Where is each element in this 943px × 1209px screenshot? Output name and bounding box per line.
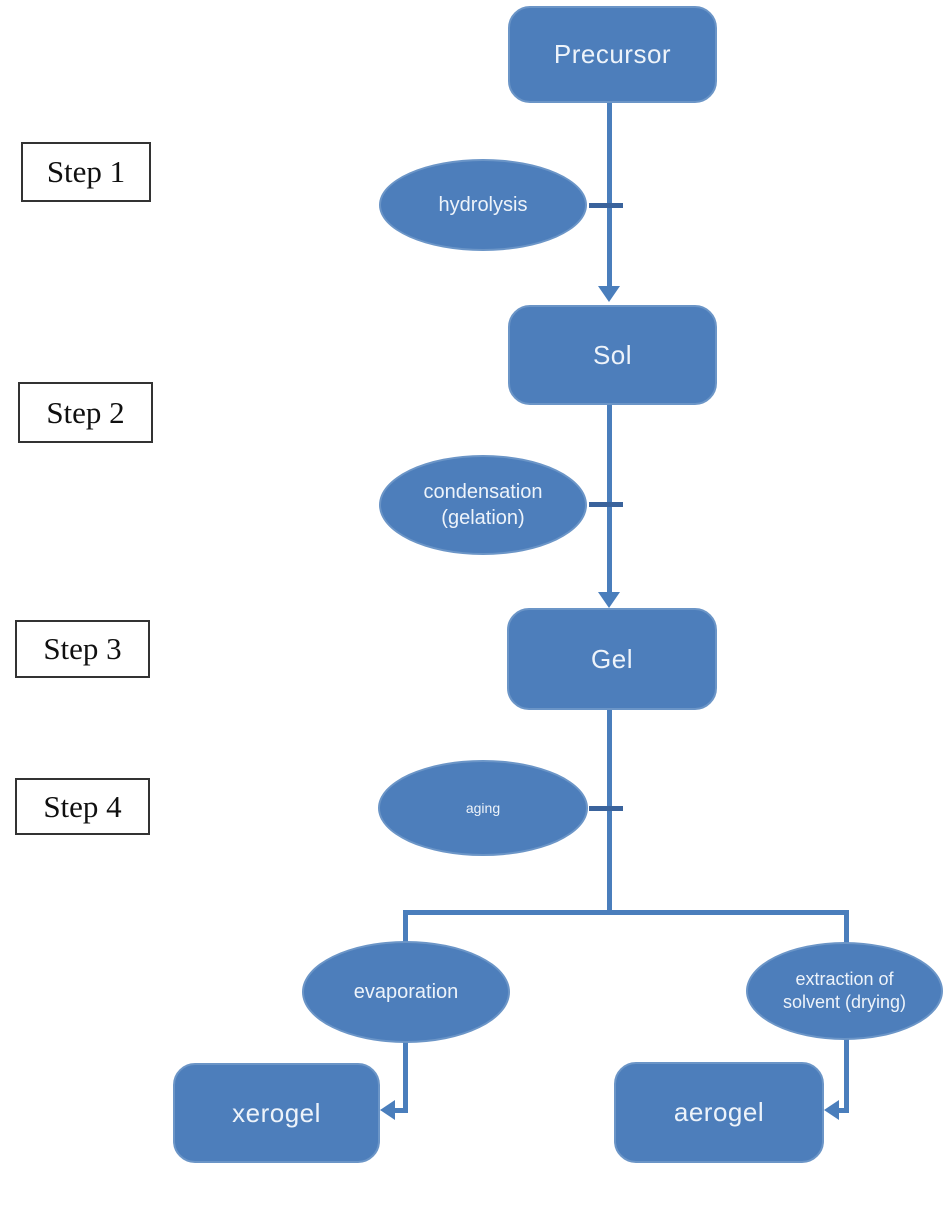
node-sol: Sol [508, 305, 717, 405]
node-gel-label: Gel [591, 643, 633, 674]
connector-sol-to-gel [607, 405, 612, 592]
connector-precursor-to-sol [607, 103, 612, 286]
step-1-label-box: Step 1 [21, 142, 151, 202]
node-sol-label: Sol [592, 339, 633, 370]
process-extraction-line1: extraction of [795, 968, 894, 989]
process-extraction-line2: solvent (drying) [782, 992, 907, 1012]
step-2-label: Step 2 [46, 394, 125, 430]
process-condensation-line2: (gelation) [441, 507, 525, 529]
tick-hydrolysis-connector [589, 203, 623, 208]
process-evaporation: evaporation [302, 941, 510, 1043]
node-precursor-label: Precursor [553, 39, 672, 69]
process-hydrolysis-label: hydrolysis [438, 194, 528, 216]
process-extraction-of-solvent: extraction of solvent (drying) [746, 942, 943, 1040]
step-1-label: Step 1 [46, 154, 126, 189]
process-condensation-line1: condensation [423, 481, 543, 503]
tick-aging-connector [589, 806, 623, 811]
step-4-label: Step 4 [43, 788, 122, 824]
node-aerogel-label: aerogel [673, 1097, 765, 1127]
node-gel: Gel [507, 608, 717, 710]
step-3-label: Step 3 [43, 631, 122, 666]
connector-gel-to-branch [607, 710, 612, 915]
node-xerogel-label: xerogel [232, 1097, 321, 1128]
step-4-label-box: Step 4 [15, 778, 150, 835]
arrowhead-down-icon [598, 286, 620, 302]
step-2-label-box: Step 2 [18, 382, 153, 443]
node-aerogel: aerogel [614, 1062, 824, 1163]
connector-to-aerogel [838, 1108, 849, 1113]
process-aging: aging [378, 760, 588, 856]
step-3-label-box: Step 3 [15, 620, 150, 678]
process-aging-label: aging [465, 799, 501, 816]
arrowhead-left-icon [824, 1100, 839, 1120]
tick-condensation-connector [589, 502, 623, 507]
connector-to-xerogel [394, 1108, 408, 1113]
arrowhead-left-icon [380, 1100, 395, 1120]
arrowhead-down-icon [598, 592, 620, 608]
branch-horizontal-line [403, 910, 849, 915]
node-precursor: Precursor [508, 6, 717, 103]
node-xerogel: xerogel [173, 1063, 380, 1163]
process-hydrolysis: hydrolysis [379, 159, 587, 251]
process-evaporation-label: evaporation [353, 981, 459, 1003]
process-condensation: condensation (gelation) [379, 455, 587, 555]
